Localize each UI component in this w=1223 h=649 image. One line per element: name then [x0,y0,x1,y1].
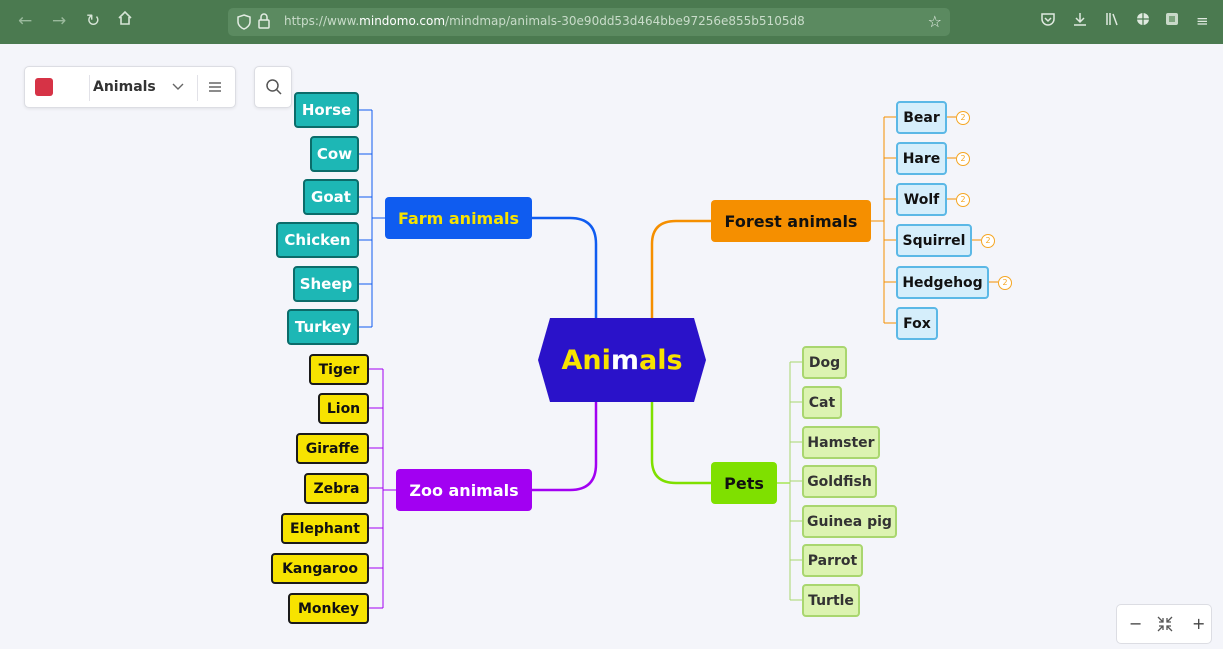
url-text: https://www.mindomo.com/mindmap/animals-… [284,14,805,28]
collapsed-count-badge[interactable]: 2 [956,193,970,207]
chevron-down-icon[interactable] [171,78,185,97]
menu-icon[interactable]: ≡ [1196,12,1209,30]
zoo-item-lion[interactable]: Lion [318,393,369,424]
branch-lines [359,109,998,609]
mindomo-logo-icon[interactable] [35,78,53,96]
zoo-item-monkey[interactable]: Monkey [288,593,369,624]
downloads-icon[interactable] [1072,11,1088,32]
farm-item-goat[interactable]: Goat [303,179,359,215]
farm-animals-topic[interactable]: Farm animals [385,197,532,239]
zoom-out-button[interactable]: − [1129,614,1143,633]
forest-item-bear[interactable]: Bear [896,101,947,134]
url-bar[interactable]: https://www.mindomo.com/mindmap/animals-… [228,8,950,36]
library-icon[interactable] [1104,11,1120,32]
map-toolbar: Animals [24,66,236,108]
forest-item-hare[interactable]: Hare [896,142,947,175]
zoo-item-kangaroo[interactable]: Kangaroo [271,553,369,584]
map-title[interactable]: Animals [93,79,156,95]
search-icon [266,79,282,95]
lock-icon[interactable] [258,13,270,33]
zoom-controls: − + [1116,604,1212,644]
bookmark-star-icon[interactable]: ☆ [927,12,942,31]
back-icon[interactable]: ← [18,11,33,31]
pets-item-goldfish[interactable]: Goldfish [802,465,877,498]
farm-branch-line [532,216,598,318]
pets-item-turtle[interactable]: Turtle [802,584,860,617]
zoo-item-zebra[interactable]: Zebra [304,473,369,504]
farm-item-chicken[interactable]: Chicken [276,222,359,258]
pets-item-parrot[interactable]: Parrot [802,544,863,577]
forward-icon[interactable]: → [52,11,67,31]
forest-item-squirrel[interactable]: Squirrel [896,224,972,257]
shield-icon[interactable] [237,14,251,34]
fit-to-screen-icon[interactable] [1156,615,1174,637]
farm-item-turkey[interactable]: Turkey [287,309,359,345]
pocket-icon[interactable] [1040,11,1056,32]
forest-branch-line [650,219,711,318]
central-topic-shape [538,318,706,402]
collapsed-count-badge[interactable]: 2 [956,152,970,166]
divider [197,75,198,101]
divider [89,75,90,101]
zoo-item-elephant[interactable]: Elephant [281,513,369,544]
hamburger-menu-icon[interactable] [207,79,223,99]
forest-item-wolf[interactable]: Wolf [896,183,947,216]
reload-icon[interactable]: ↻ [86,11,101,31]
zoo-branch-line [532,402,598,492]
zoo-item-tiger[interactable]: Tiger [309,354,369,385]
home-icon[interactable] [117,10,133,32]
farm-item-cow[interactable]: Cow [310,136,359,172]
pets-item-dog[interactable]: Dog [802,346,847,379]
collapsed-count-badge[interactable]: 2 [981,234,995,248]
zoom-in-button[interactable]: + [1192,614,1206,633]
search-button[interactable] [254,66,292,108]
forest-item-hedgehog[interactable]: Hedgehog [896,266,989,299]
collapsed-count-badge[interactable]: 2 [998,276,1012,290]
zoo-item-giraffe[interactable]: Giraffe [296,433,369,464]
pets-item-hamster[interactable]: Hamster [802,426,880,459]
forest-item-fox[interactable]: Fox [896,307,938,340]
browser-toolbar: ← → ↻ https://www.mindomo.com/mindmap/an… [0,0,1223,44]
collapsed-count-badge[interactable]: 2 [956,111,970,125]
extension-icon[interactable] [1164,11,1180,32]
pets-topic[interactable]: Pets [711,462,777,504]
zoo-animals-topic[interactable]: Zoo animals [396,469,532,511]
farm-item-horse[interactable]: Horse [294,92,359,128]
pets-branch-line [650,402,711,485]
forest-animals-topic[interactable]: Forest animals [711,200,871,242]
extension-globe-icon[interactable] [1135,11,1151,32]
pets-item-guinea-pig[interactable]: Guinea pig [802,505,897,538]
farm-item-sheep[interactable]: Sheep [293,266,359,302]
pets-item-cat[interactable]: Cat [802,386,842,419]
